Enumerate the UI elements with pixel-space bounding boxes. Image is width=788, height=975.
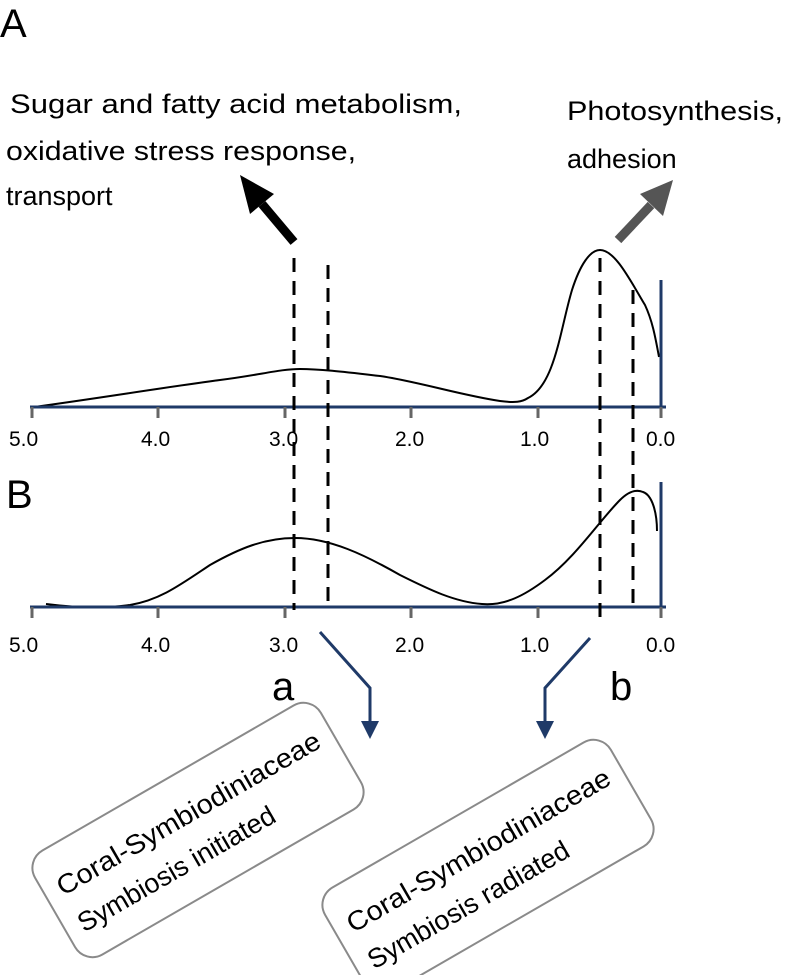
panel-b-tick-label: 0.0 <box>646 634 675 657</box>
annotation-left-line-2: oxidative stress response, <box>6 136 356 166</box>
connector-arrow-a <box>318 631 379 739</box>
arrow-right-icon <box>614 180 673 244</box>
box-symbiosis-initiated: Coral-Symbiodiniaceae Symbiosis initiate… <box>31 701 365 959</box>
annotation-left-line-3: transport <box>6 181 113 211</box>
connector-arrow-b <box>536 636 592 739</box>
panel-b-letter: B <box>6 473 33 517</box>
annotation-right-line-1: Photosynthesis, <box>567 96 783 126</box>
panel-b-axis <box>30 482 666 618</box>
panel-b-tick-label: 1.0 <box>520 634 549 657</box>
panel-a-letter: A <box>0 2 27 46</box>
panel-a-tick-label: 3.0 <box>269 428 298 451</box>
panel-b-tick-label: 3.0 <box>269 634 298 657</box>
arrow-left-icon <box>240 175 298 245</box>
annotation-right-line-2: adhesion <box>567 144 677 174</box>
panel-b-density-curve <box>45 489 658 609</box>
box-symbiosis-radiated: Coral-Symbiodiniaceae Symbiosis radiated <box>321 738 655 975</box>
dashed-marker-lines <box>292 258 635 622</box>
marker-label-b: b <box>610 665 632 709</box>
panel-a-tick-label: 0.0 <box>646 428 675 451</box>
panel-b-tick-label: 2.0 <box>395 634 424 657</box>
annotation-left-line-1: Sugar and fatty acid metabolism, <box>10 89 462 119</box>
panel-a-tick-label: 2.0 <box>395 428 424 451</box>
panel-a-tick-label: 1.0 <box>520 428 549 451</box>
panel-a-tick-label: 4.0 <box>141 428 170 451</box>
panel-b-tick-label: 5.0 <box>9 634 38 657</box>
panel-a-tick-label: 5.0 <box>9 428 38 451</box>
marker-label-a: a <box>272 665 295 709</box>
panel-b-tick-label: 4.0 <box>141 634 170 657</box>
panel-a-axis <box>30 280 666 418</box>
panel-a-density-curve <box>33 248 660 408</box>
